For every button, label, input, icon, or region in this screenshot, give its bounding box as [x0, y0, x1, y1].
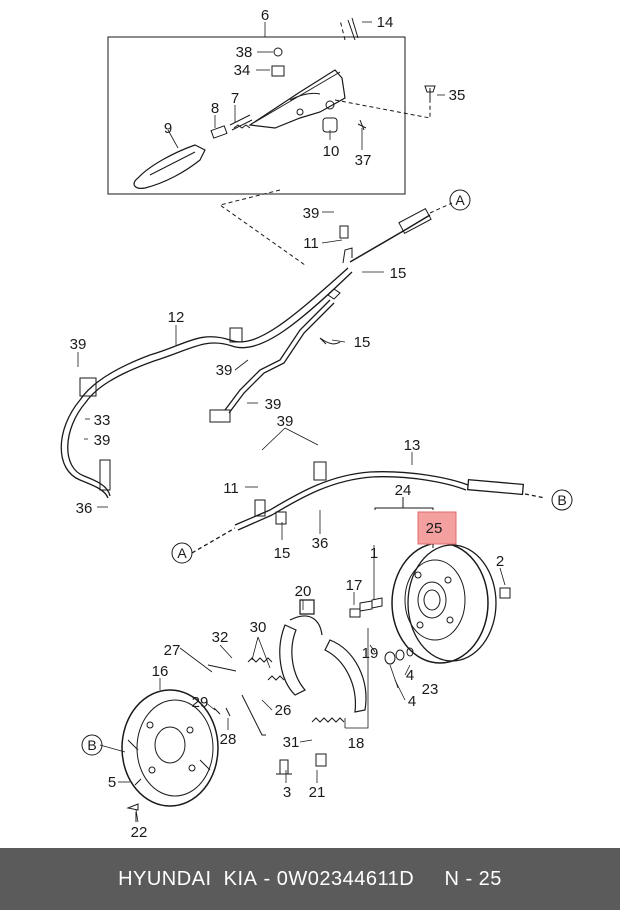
- rear-cable-right: [191, 471, 546, 554]
- circle-marker-label: A: [177, 545, 187, 561]
- brand-text: HYUNDAI KIA: [118, 867, 258, 890]
- gap: [414, 868, 444, 891]
- callout-label: 12: [168, 309, 185, 326]
- callout-label: 30: [250, 619, 267, 636]
- callout-label: 37: [355, 152, 372, 169]
- callout-label: 13: [404, 437, 421, 454]
- lever-grip: [133, 144, 206, 189]
- reference-number: N - 25: [444, 867, 502, 890]
- callout-label: 28: [220, 731, 237, 748]
- parking-brake-lever: [248, 69, 346, 129]
- callout-label: 3: [283, 784, 291, 801]
- callout-label: 39: [94, 432, 111, 449]
- callout-label: 11: [303, 235, 319, 252]
- brake-shoes: [279, 599, 367, 713]
- callout-label: 39: [303, 205, 320, 222]
- callout-label: 24: [395, 482, 412, 499]
- callout-label: 26: [275, 702, 292, 719]
- callout-label: 17: [346, 577, 363, 594]
- front-cable: [339, 202, 453, 264]
- callout-label: 15: [354, 334, 371, 351]
- callout-label: 32: [212, 629, 229, 646]
- callout-label: 39: [277, 413, 294, 430]
- callout-label: 38: [236, 44, 253, 61]
- circle-marker-label: B: [557, 492, 566, 508]
- callout-label: 10: [323, 143, 340, 160]
- callout-label: 27: [164, 642, 181, 659]
- callout-label: 15: [390, 265, 407, 282]
- callout-label: 7: [231, 90, 239, 107]
- callout-label: 33: [94, 412, 111, 429]
- callout-label: 18: [348, 735, 365, 752]
- callout-label: 5: [108, 774, 116, 791]
- callout-label: 23: [422, 681, 439, 698]
- rear-cable-left: [60, 267, 353, 499]
- callout-label: 20: [295, 583, 312, 600]
- callout-label: 16: [152, 663, 169, 680]
- lever-group-box: [107, 36, 406, 195]
- callout-label: 34: [234, 62, 251, 79]
- brake-drum: [391, 542, 497, 664]
- callout-label: 35: [449, 87, 466, 104]
- callout-label: 21: [309, 784, 326, 801]
- part-info-footer: HYUNDAI KIA - 0W02344611D N - 25: [0, 848, 620, 910]
- callout-label: 36: [76, 500, 93, 517]
- callout-label: 31: [283, 734, 300, 751]
- callout-label: 19: [362, 645, 379, 662]
- callout-label: 4: [406, 667, 414, 684]
- callout-label: 39: [70, 336, 87, 353]
- separator: -: [257, 867, 277, 890]
- part-number: 0W02344611D: [276, 867, 415, 890]
- parking-brake-exploded-diagram: 6 14 38 34 35 8 7 9 10 37 39 11 15 12 15…: [60, 7, 573, 841]
- callout-label: 6: [261, 7, 269, 24]
- circle-marker-label: A: [455, 192, 465, 208]
- callout-label-highlighted: 25: [426, 520, 443, 537]
- callout-label: 39: [265, 396, 282, 413]
- callout-label: 39: [216, 362, 233, 379]
- circle-marker-label: B: [87, 737, 96, 753]
- callout-label: 4: [408, 693, 416, 710]
- callout-label: 8: [211, 100, 219, 117]
- callout-label: 14: [377, 14, 394, 31]
- callout-label: 1: [370, 545, 378, 562]
- callout-label: 22: [131, 824, 148, 841]
- callout-labels: 6 14 38 34 35 8 7 9 10 37 39 11 15 12 15…: [70, 7, 567, 841]
- callout-label: 29: [192, 694, 209, 711]
- callout-label: 2: [496, 553, 504, 570]
- callout-label: 36: [312, 535, 329, 552]
- callout-label: 9: [164, 120, 172, 137]
- backing-plate: [121, 689, 219, 807]
- highlight-box: [417, 511, 457, 545]
- callout-label: 11: [223, 480, 239, 497]
- callout-label: 15: [274, 545, 291, 562]
